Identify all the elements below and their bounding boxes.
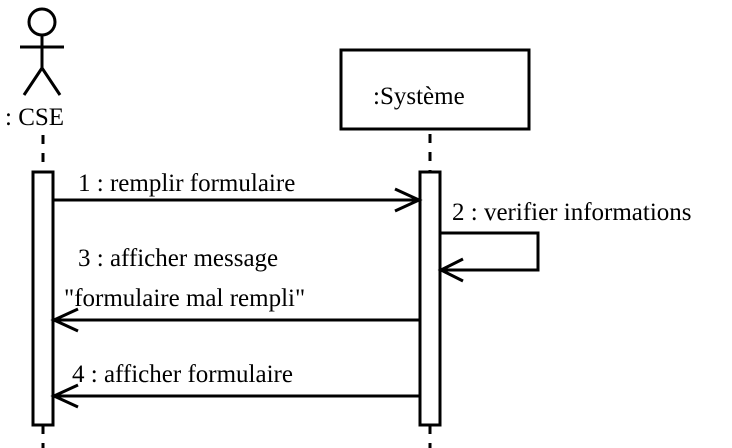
message-2-label: 2 : verifier informations xyxy=(452,199,692,226)
message-4-label: 4 : afficher formulaire xyxy=(72,361,293,388)
message-3-arrow xyxy=(50,307,419,333)
message-3-label-line1: 3 : afficher message xyxy=(78,245,278,272)
actor-left-leg xyxy=(22,67,44,96)
message-1-arrow xyxy=(53,187,423,213)
participant-systeme-label: :Système xyxy=(373,83,465,110)
message-2-self-arrow xyxy=(437,231,540,283)
participant-systeme-box xyxy=(339,48,531,131)
activation-systeme xyxy=(418,170,442,427)
message-4-arrow xyxy=(50,383,419,409)
message-3-label-line2: "formulaire mal rempli" xyxy=(64,285,305,312)
activation-cse xyxy=(31,170,55,427)
actor-cse-label: : CSE xyxy=(5,104,64,131)
actor-right-leg xyxy=(40,67,62,96)
actor-head xyxy=(27,7,57,37)
message-1-label: 1 : remplir formulaire xyxy=(78,170,295,197)
actor-cse-figure xyxy=(20,7,64,96)
